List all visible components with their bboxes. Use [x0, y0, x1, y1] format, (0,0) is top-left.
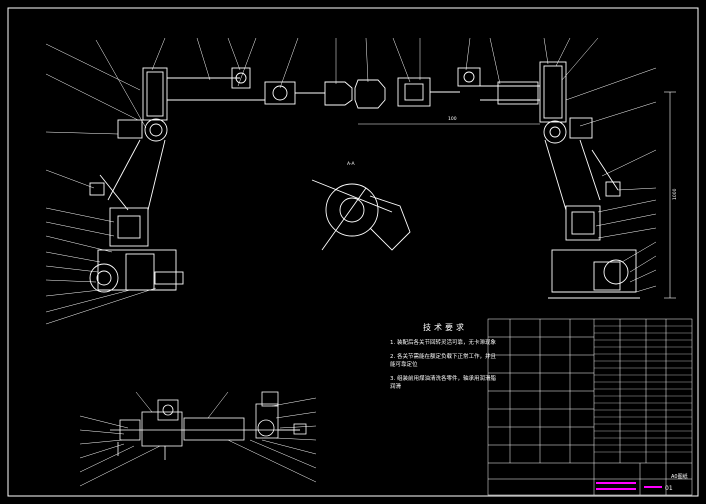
drawing-number: 01	[665, 485, 673, 492]
title-block-name: A0图纸	[671, 474, 688, 480]
leader-lines-right	[565, 67, 657, 293]
leader-lines-top	[95, 37, 599, 129]
dim-horizontal: 100	[448, 116, 457, 122]
right-arm	[539, 61, 640, 299]
section-detail	[311, 179, 411, 251]
dim-vertical: 1000	[672, 188, 678, 200]
note-1: 1. 装配后各关节回转灵活可靠，无卡滞现象	[390, 340, 496, 346]
magenta-marks	[596, 482, 662, 490]
parts-list-rows	[594, 325, 692, 453]
note-3: 3. 组装前用煤油清洗各零件，轴承用润滑脂润滑	[390, 376, 496, 390]
note-2: 2. 各关节需能在额定负载下正常工作，并且能可靠定位	[390, 354, 496, 368]
section-label: A-A	[347, 161, 356, 167]
notes-title: 技术要求	[423, 323, 467, 332]
leader-lines-left	[45, 43, 157, 325]
plan-view	[110, 391, 307, 460]
sheet-border	[7, 7, 699, 497]
dimension-lines	[358, 91, 676, 299]
technical-notes: 技术要求 1. 装配后各关节回转灵活可靠，无卡滞现象 2. 各关节需能在额定负载…	[390, 322, 500, 397]
parts-list	[487, 318, 693, 496]
left-arm	[89, 67, 184, 293]
horizontal-arm	[167, 67, 540, 109]
plan-leaders	[79, 391, 317, 487]
